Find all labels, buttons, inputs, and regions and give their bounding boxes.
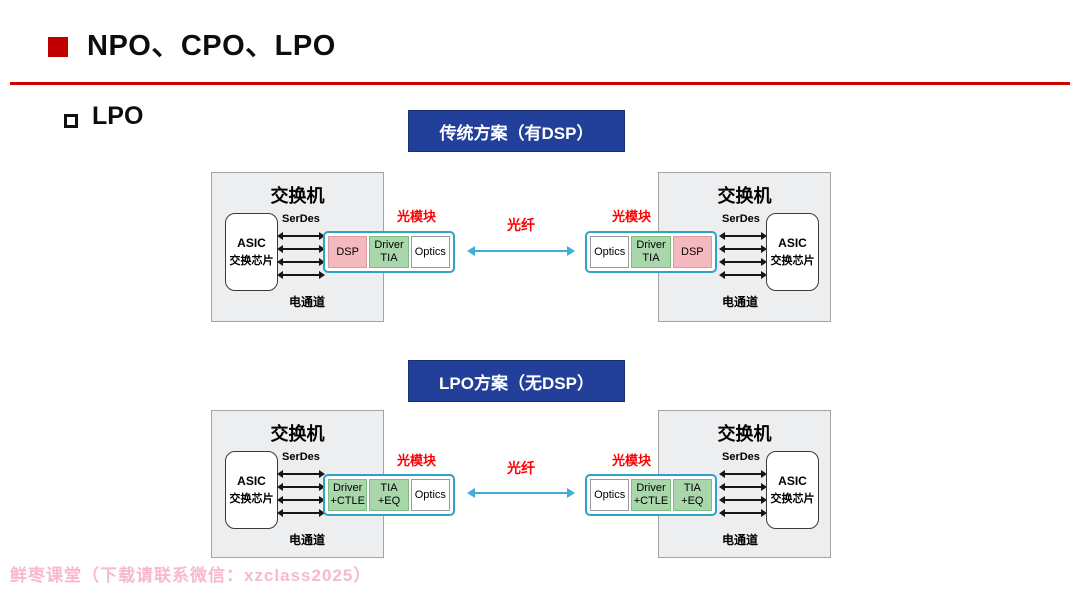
electrical-channel-label: 电通道 <box>289 533 326 547</box>
double-arrow-icon <box>277 483 325 491</box>
double-arrow-icon <box>277 271 325 279</box>
fiber-label: 光纤 <box>507 460 535 476</box>
module-block: Driver +CTLE <box>631 479 671 511</box>
module-block-line: Driver <box>332 482 363 495</box>
module-block-line: TIA <box>642 252 660 264</box>
page-title: NPO、CPO、LPO <box>87 30 336 62</box>
module-block-line: Optics <box>414 245 446 258</box>
module-block: DSP <box>672 236 712 268</box>
serdes-label: SerDes <box>722 213 760 225</box>
double-arrow-icon <box>277 258 325 266</box>
d2-right-switch-box: 交换机 SerDes ASIC 交换芯片 电通道 <box>658 410 831 558</box>
electrical-arrows <box>719 470 767 517</box>
double-arrow-icon <box>719 483 767 491</box>
optical-module-label: 光模块 <box>397 209 437 224</box>
double-arrow-icon <box>719 271 767 279</box>
switch-title: 交换机 <box>270 424 325 444</box>
double-arrow-icon <box>277 470 325 478</box>
module-block: Driver TIA <box>369 236 409 268</box>
electrical-arrows <box>277 232 325 279</box>
serdes-label: SerDes <box>722 451 760 463</box>
diagram1-banner: 传统方案（有DSP） <box>408 110 625 152</box>
switch-title: 交换机 <box>717 424 772 444</box>
subtitle-bullet-icon <box>64 114 78 128</box>
asic-label: ASIC <box>237 236 266 250</box>
module-block: TIA +EQ <box>369 479 409 511</box>
d2-right-optical-module: Optics Driver +CTLE TIA +EQ <box>585 474 717 516</box>
double-arrow-icon <box>277 245 325 253</box>
module-block: Optics <box>410 479 450 511</box>
module-block: TIA +EQ <box>672 479 712 511</box>
module-block-line: TIA <box>380 252 398 264</box>
module-block-line: Driver <box>374 239 404 252</box>
switch-title: 交换机 <box>270 186 325 206</box>
d1-right-optical-module: Optics Driver TIA DSP <box>585 231 717 273</box>
double-arrow-icon <box>277 496 325 504</box>
title-divider <box>10 82 1070 85</box>
electrical-channel-label: 电通道 <box>722 295 759 309</box>
module-block-line: +EQ <box>681 495 704 507</box>
module-block-line: TIA <box>380 482 398 495</box>
asic-label: ASIC <box>237 474 266 488</box>
subtitle: LPO <box>92 102 144 130</box>
fiber-label: 光纤 <box>507 217 535 233</box>
module-block-line: Driver <box>636 239 666 252</box>
module-block-line: +CTLE <box>330 495 365 507</box>
serdes-label: SerDes <box>282 451 320 463</box>
module-block: Driver +CTLE <box>328 479 368 511</box>
title-bullet-icon <box>48 37 68 57</box>
serdes-label: SerDes <box>282 213 320 225</box>
module-block: Optics <box>410 236 450 268</box>
d1-left-optical-module: DSP Driver TIA Optics <box>323 231 455 273</box>
asic-sublabel: 交换芯片 <box>770 493 815 505</box>
module-block: Optics <box>590 236 630 268</box>
electrical-channel-label: 电通道 <box>289 295 326 309</box>
watermark-text: 鲜枣课堂（下载请联系微信：xzclass2025） <box>10 566 372 585</box>
electrical-channel-label: 电通道 <box>722 533 759 547</box>
module-block-line: DSP <box>336 245 359 258</box>
module-block-line: DSP <box>681 245 704 258</box>
module-block-line: Optics <box>594 488 626 501</box>
asic-sublabel: 交换芯片 <box>229 255 274 267</box>
asic-chip-box: ASIC 交换芯片 <box>766 213 819 291</box>
module-block-line: TIA <box>683 482 701 495</box>
optical-module-label: 光模块 <box>612 209 652 224</box>
double-arrow-icon <box>719 245 767 253</box>
double-arrow-icon <box>277 509 325 517</box>
module-block: Optics <box>590 479 630 511</box>
fiber-arrow-icon <box>467 488 575 498</box>
asic-chip-box: ASIC 交换芯片 <box>766 451 819 529</box>
module-block: Driver TIA <box>631 236 671 268</box>
module-block-line: Driver <box>636 482 666 495</box>
double-arrow-icon <box>719 232 767 240</box>
double-arrow-icon <box>719 470 767 478</box>
optical-module-label: 光模块 <box>397 453 437 468</box>
module-block-line: +EQ <box>377 495 401 507</box>
asic-sublabel: 交换芯片 <box>229 493 274 505</box>
asic-label: ASIC <box>778 474 807 488</box>
electrical-arrows <box>719 232 767 279</box>
double-arrow-icon <box>277 232 325 240</box>
d2-left-optical-module: Driver +CTLE TIA +EQ Optics <box>323 474 455 516</box>
asic-label: ASIC <box>778 236 807 250</box>
double-arrow-icon <box>719 496 767 504</box>
module-block-line: Optics <box>414 488 446 501</box>
double-arrow-icon <box>719 258 767 266</box>
switch-title: 交换机 <box>717 186 772 206</box>
asic-sublabel: 交换芯片 <box>770 255 815 267</box>
diagram2-banner: LPO方案（无DSP） <box>408 360 625 402</box>
electrical-arrows <box>277 470 325 517</box>
asic-chip-box: ASIC 交换芯片 <box>225 213 278 291</box>
module-block: DSP <box>328 236 368 268</box>
double-arrow-icon <box>719 509 767 517</box>
fiber-arrow-icon <box>467 246 575 256</box>
module-block-line: +CTLE <box>633 495 669 507</box>
module-block-line: Optics <box>594 245 626 258</box>
asic-chip-box: ASIC 交换芯片 <box>225 451 278 529</box>
optical-module-label: 光模块 <box>612 453 652 468</box>
